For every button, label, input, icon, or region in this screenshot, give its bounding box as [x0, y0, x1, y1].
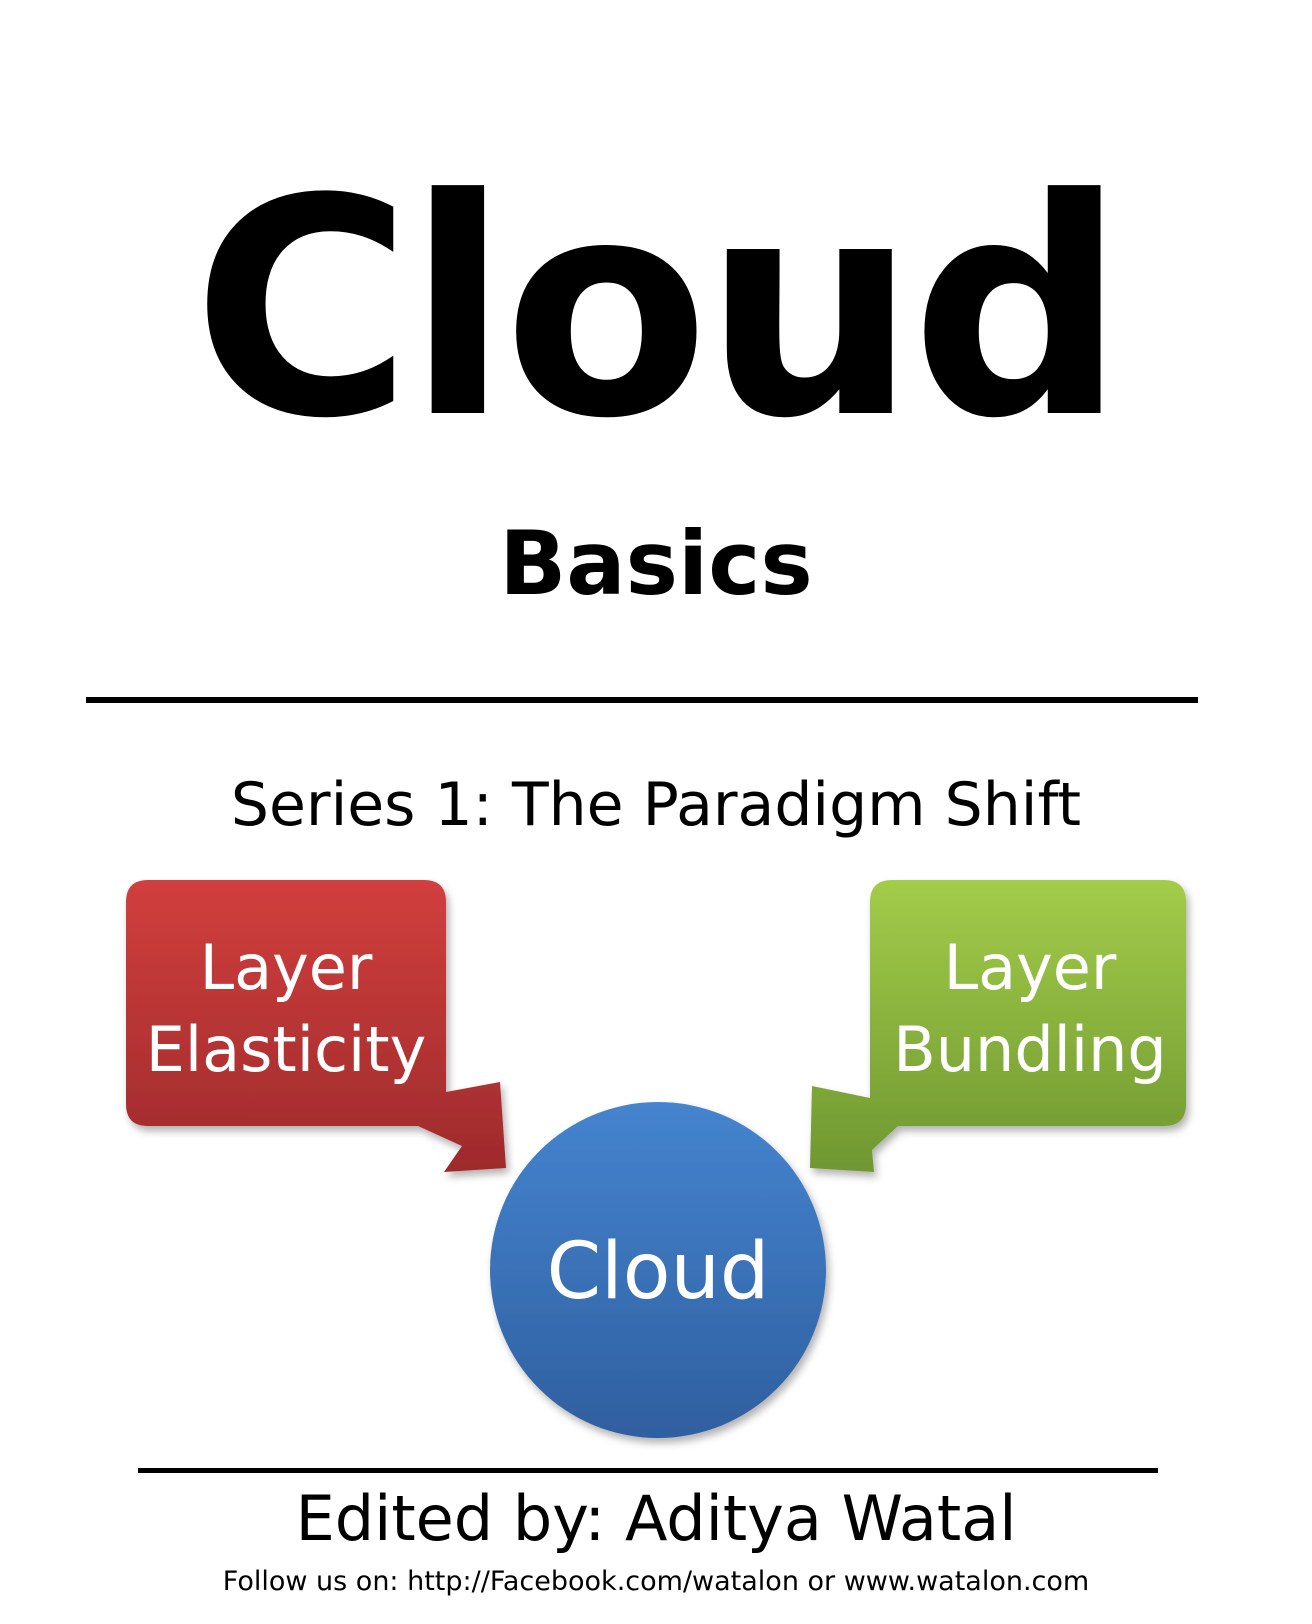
- top-divider: [86, 697, 1198, 703]
- cover-title: Cloud: [192, 135, 1125, 484]
- bottom-divider: [138, 1468, 1158, 1473]
- follow-links: Follow us on: http://Facebook.com/watalo…: [222, 1566, 1090, 1597]
- bundling-label-line2: Bundling: [893, 1013, 1167, 1086]
- bundling-callout: [810, 880, 1186, 1172]
- bundling-label-line1: Layer: [944, 931, 1117, 1004]
- cover-subtitle: Basics: [499, 512, 813, 615]
- elasticity-label-line2: Elasticity: [146, 1013, 427, 1086]
- cloud-circle-label: Cloud: [547, 1227, 770, 1317]
- editor-credit: Edited by: Aditya Watal: [295, 1482, 1017, 1555]
- series-title: Series 1: The Paradigm Shift: [230, 770, 1082, 840]
- elasticity-box: [126, 880, 506, 1172]
- elasticity-label-line1: Layer: [200, 931, 373, 1004]
- elasticity-callout: [126, 880, 506, 1172]
- cloud-circle: [490, 1102, 826, 1438]
- bundling-box: [810, 880, 1186, 1172]
